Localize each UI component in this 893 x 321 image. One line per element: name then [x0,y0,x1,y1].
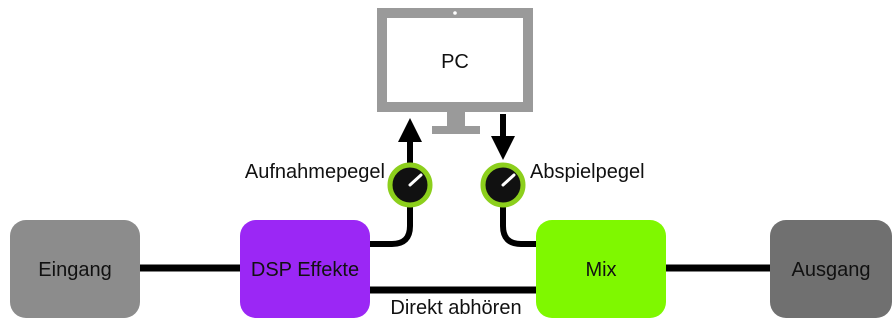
node-dsp-label: DSP Effekte [251,259,359,281]
node-eingang-label: Eingang [38,259,111,281]
monitor-screen [387,18,523,102]
pc-monitor: PC [377,8,533,134]
playback-level-knob[interactable] [480,162,526,208]
monitor-camera [453,11,457,15]
node-ausgang-label: Ausgang [792,259,871,281]
monitor-label: Direkt abhören [390,297,521,319]
node-ausgang: Ausgang [770,220,892,318]
knob-indicator [501,173,516,187]
playback-level-label: Abspielpegel [530,161,645,183]
record-level-knob[interactable] [387,162,433,208]
node-mix: Mix [536,220,666,318]
monitor-stand-neck [447,112,465,128]
node-mix-label: Mix [585,259,616,281]
node-dsp: DSP Effekte [240,220,370,318]
node-eingang: Eingang [10,220,140,318]
line-dsp-record [370,205,413,247]
record-level-label: Aufnahmepegel [245,161,385,183]
monitor-stand-base [432,126,480,134]
connections [140,114,772,294]
pc-label: PC [441,51,469,73]
line-playback-mix [500,205,540,247]
knob-indicator [408,173,423,187]
